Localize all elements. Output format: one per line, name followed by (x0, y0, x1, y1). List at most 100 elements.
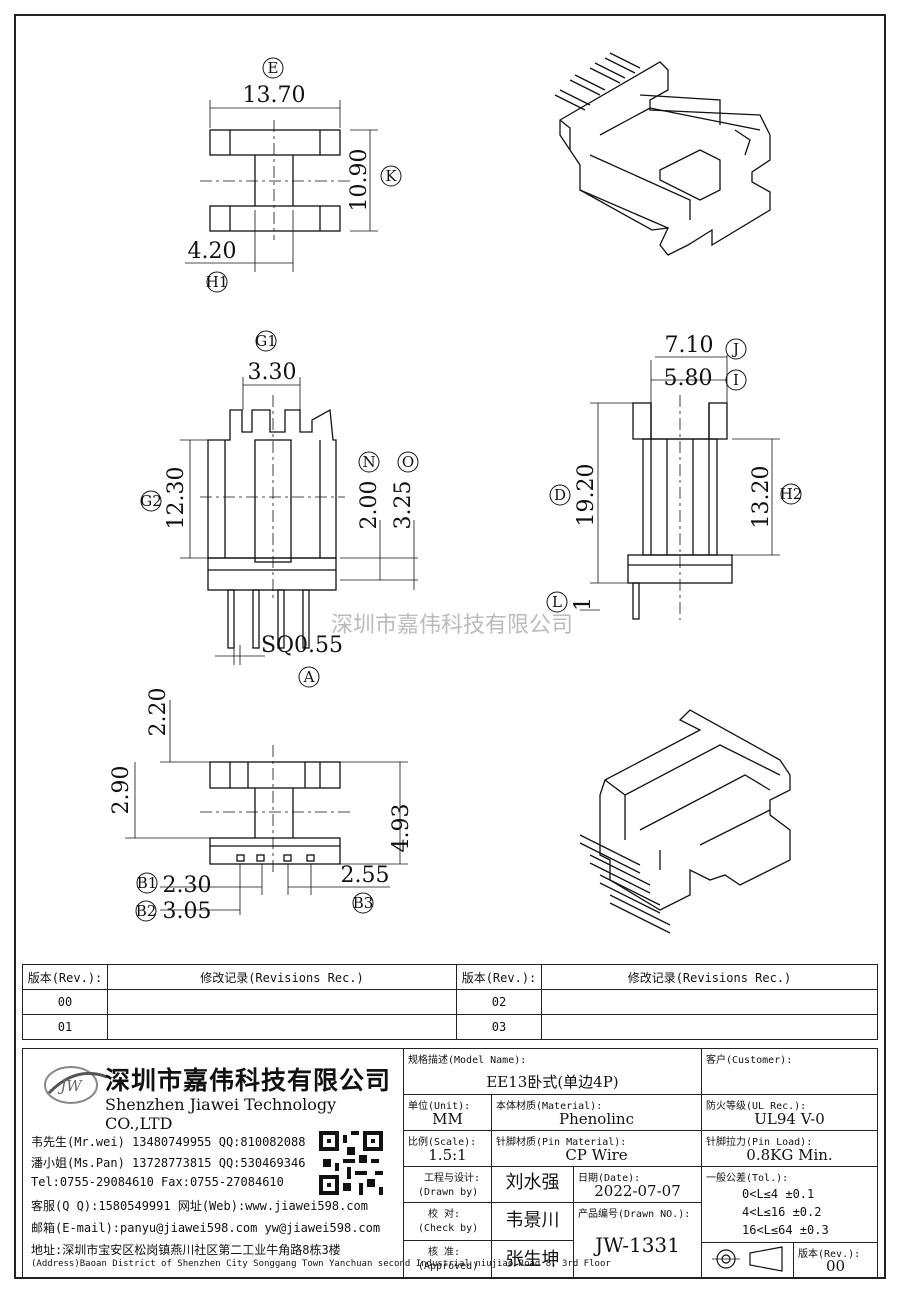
unit-cell: 单位(Unit): MM (404, 1095, 492, 1131)
contact-pan: 潘小姐(Ms.Pan) 13728773815 QQ:530469346 (31, 1156, 306, 1170)
material-value: Phenolinc (559, 1110, 634, 1128)
dim-label-a: A (303, 668, 315, 686)
customer-cell: 客户(Customer): (702, 1049, 877, 1095)
rec-header-left: 修改记录(Revisions Rec.) (107, 964, 457, 990)
approved-by-value: 张生坤 (505, 1249, 560, 1270)
tolerance-cell: 一般公差(Tol.): 0<L≤4 ±0.1 4<L≤16 ±0.2 16<L≤… (702, 1167, 877, 1243)
title-block: JW 深圳市嘉伟科技有限公司 Shenzhen Jiawei Technolog… (22, 1048, 878, 1278)
dim-value-d: 19.20 (574, 464, 599, 527)
dim-value-n: 2.00 (357, 481, 382, 530)
rev-cell-title: 版本(Rev.): 00 (794, 1243, 877, 1277)
rev-header-right: 版本(Rev.): (456, 964, 542, 990)
approved-by-caption: 核 准: (428, 1247, 461, 1258)
dim-label-h2: H2 (780, 485, 803, 503)
dim-value-bottom-top: 2.20 (146, 688, 171, 737)
rev-cell: 03 (456, 1014, 542, 1040)
drawing-number-caption: 产品编号(Drawn NO.): (578, 1209, 691, 1220)
dim-value-g1: 3.30 (248, 360, 297, 385)
material-cell: 本体材质(Material): Phenolinc (492, 1095, 702, 1131)
dim-value-j: 7.10 (665, 333, 714, 358)
dim-value-h1: 4.20 (188, 239, 237, 264)
dim-value-o: 3.25 (391, 481, 416, 530)
rev-header-left: 版本(Rev.): (22, 964, 108, 990)
dim-label-l: L (552, 593, 562, 611)
dim-label-b3: B3 (353, 894, 374, 912)
dim-value-b3: 2.55 (341, 863, 390, 888)
dim-label-e: E (268, 59, 279, 77)
revision-table: 版本(Rev.): 修改记录(Revisions Rec.) 版本(Rev.):… (22, 964, 878, 1040)
dim-value-h2: 13.20 (749, 466, 774, 529)
dim-label-d: D (554, 486, 566, 504)
scale-value: 1.5:1 (428, 1146, 467, 1164)
watermark: 深圳市嘉伟科技有限公司 (331, 613, 573, 638)
dim-label-i: I (733, 371, 739, 389)
rec-cell (541, 1014, 878, 1040)
contact-wei: 韦先生(Mr.wei) 13480749955 QQ:810082088 (31, 1135, 306, 1149)
dim-label-k: K (385, 167, 397, 185)
pin-load-cell: 针脚拉力(Pin Load): 0.8KG Min. (702, 1131, 877, 1167)
scale-caption: 比例(Scale): (408, 1137, 477, 1148)
drawn-by-caption: 工程与设计: (424, 1173, 481, 1184)
check-by-value: 韦景川 (505, 1210, 560, 1231)
dim-value-bottom-right: 4.93 (389, 804, 414, 853)
ul-value: UL94 V-0 (754, 1110, 825, 1128)
contact-address: 地址:深圳市宝安区松岗镇燕川社区第二工业牛角路8栋3楼 (31, 1243, 341, 1257)
company-name-cn: 深圳市嘉伟科技有限公司 (105, 1066, 392, 1095)
projection-symbol-icon (712, 1246, 783, 1272)
rev-value: 00 (825, 1257, 846, 1275)
ul-cell: 防火等级(UL Rec.): UL94 V-0 (702, 1095, 877, 1131)
dim-value-b2: 3.05 (163, 899, 212, 924)
dim-value-e: 13.70 (243, 83, 306, 108)
tolerance-row: 0<L≤4 ±0.1 (742, 1187, 815, 1201)
isometric-view-bottom (579, 709, 791, 934)
company-logo-icon: JW (44, 1066, 108, 1104)
drawing-sheet-border (14, 14, 886, 1279)
drawn-by-caption-en: (Drawn by) (418, 1187, 479, 1198)
revision-row: 00 02 (22, 989, 878, 1015)
check-by-caption: 校 对: (428, 1209, 461, 1220)
dim-label-n: N (362, 453, 375, 471)
rec-header-right: 修改记录(Revisions Rec.) (541, 964, 878, 990)
ul-caption: 防火等级(UL Rec.): (706, 1101, 807, 1112)
rec-cell (107, 1014, 457, 1040)
model-value: EE13卧式(单边4P) (486, 1073, 619, 1091)
dim-value-l: 1 (571, 597, 596, 611)
approved-by-caption-cell: 核 准: (Approved) (404, 1241, 492, 1277)
tolerance-caption: 一般公差(Tol.): (706, 1173, 789, 1184)
isometric-view-top (554, 52, 771, 256)
end-view (546, 338, 802, 620)
dim-value-k: 10.90 (347, 149, 372, 212)
drawing-number-value: JW-1331 (595, 1233, 680, 1257)
dim-label-h1: H1 (206, 273, 229, 291)
dim-label-b1: B1 (137, 874, 158, 892)
rev-cell: 01 (22, 1014, 108, 1040)
contact-address-en: (Address)Baoan District of Shenzhen City… (31, 1259, 611, 1269)
tolerance-row: 4<L≤16 ±0.2 (742, 1205, 822, 1219)
rev-cell: 00 (22, 989, 108, 1015)
model-caption: 规格描述(Model Name): (408, 1055, 527, 1066)
side-view (185, 57, 402, 293)
dim-label-j: J (731, 340, 739, 358)
drawn-by-value: 刘水强 (505, 1172, 560, 1193)
unit-value: MM (432, 1110, 463, 1128)
drawn-by-cell: 刘水强 (492, 1167, 574, 1203)
dim-label-o: O (402, 453, 414, 471)
drawn-by-caption-cell: 工程与设计: (Drawn by) (404, 1167, 492, 1203)
dim-label-g2: G2 (140, 492, 162, 510)
material-caption: 本体材质(Material): (496, 1101, 603, 1112)
tolerance-row: 16<L≤64 ±0.3 (742, 1223, 829, 1237)
rec-cell (541, 989, 878, 1015)
date-caption: 日期(Date): (578, 1173, 641, 1184)
drawing-number-cell: 产品编号(Drawn NO.): JW-1331 (574, 1203, 702, 1277)
company-name-en: Shenzhen Jiawei Technology CO.,LTD (105, 1095, 337, 1133)
date-value: 2022-07-07 (594, 1182, 681, 1200)
dim-value-bottom-left: 2.90 (109, 766, 134, 815)
dim-value-b1: 2.30 (163, 873, 212, 898)
dim-value-g2: 12.30 (164, 467, 189, 530)
revision-header-row: 版本(Rev.): 修改记录(Revisions Rec.) 版本(Rev.):… (22, 964, 878, 990)
company-panel: JW 深圳市嘉伟科技有限公司 Shenzhen Jiawei Technolog… (23, 1049, 611, 1277)
logo-text: JW (57, 1077, 83, 1095)
front-view (140, 330, 419, 688)
date-cell: 日期(Date): 2022-07-07 (574, 1167, 702, 1203)
rev-cell: 02 (456, 989, 542, 1015)
